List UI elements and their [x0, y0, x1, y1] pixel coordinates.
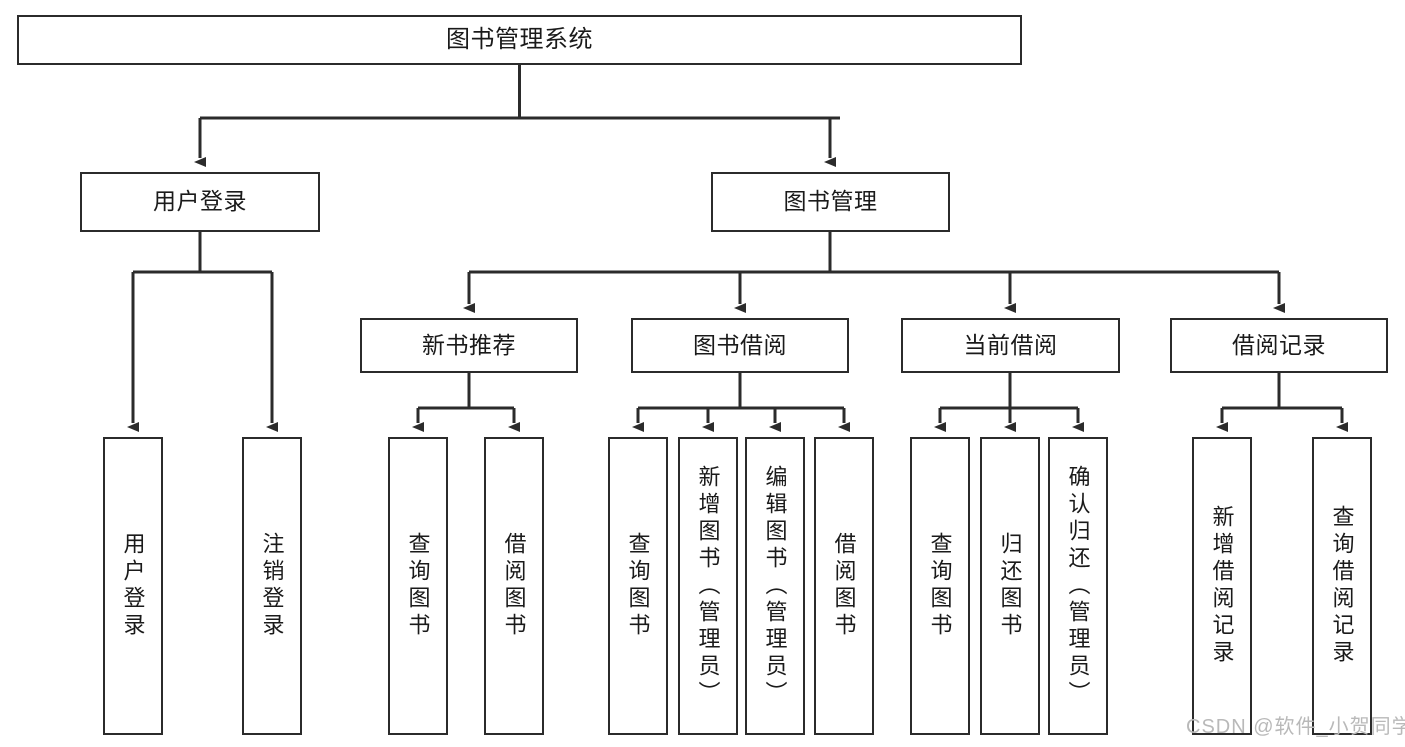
leaf-query-books-newbook[interactable]: 查询图书	[388, 437, 448, 735]
node-label: 新书推荐	[422, 331, 516, 358]
leaf-label: 借阅图书	[831, 532, 857, 640]
node-label: 图书管理系统	[446, 25, 593, 53]
leaf-borrow-books[interactable]: 借阅图书	[814, 437, 874, 735]
leaf-logout[interactable]: 注销登录	[242, 437, 302, 735]
leaf-label: 新增借阅记录	[1209, 505, 1235, 667]
leaf-label: 编辑图书（管理员）	[762, 464, 788, 708]
leaf-label: 新增图书（管理员）	[695, 464, 721, 708]
leaf-label: 查询图书	[405, 532, 431, 640]
watermark-text: CSDN @软件_小贺同学	[1186, 716, 1405, 738]
leaf-edit-book-admin[interactable]: 编辑图书（管理员）	[745, 437, 805, 735]
node-book-management[interactable]: 图书管理	[711, 172, 950, 232]
leaf-return-books[interactable]: 归还图书	[980, 437, 1040, 735]
leaf-label: 查询图书	[625, 532, 651, 640]
leaf-label: 注销登录	[259, 532, 285, 640]
node-user-login[interactable]: 用户登录	[80, 172, 320, 232]
leaf-label: 归还图书	[997, 532, 1023, 640]
leaf-confirm-return-admin[interactable]: 确认归还（管理员）	[1048, 437, 1108, 735]
node-current-borrowing[interactable]: 当前借阅	[901, 318, 1120, 373]
leaf-label: 借阅图书	[501, 532, 527, 640]
node-label: 图书管理	[783, 188, 878, 215]
leaf-add-book-admin[interactable]: 新增图书（管理员）	[678, 437, 738, 735]
node-root-book-management-system[interactable]: 图书管理系统	[17, 15, 1022, 65]
leaf-label: 用户登录	[120, 532, 146, 640]
leaf-label: 查询图书	[927, 532, 953, 640]
node-label: 用户登录	[153, 188, 247, 215]
node-label: 当前借阅	[963, 331, 1058, 358]
leaf-query-books-current[interactable]: 查询图书	[910, 437, 970, 735]
leaf-add-borrow-record[interactable]: 新增借阅记录	[1192, 437, 1252, 735]
node-borrowing-records[interactable]: 借阅记录	[1170, 318, 1388, 373]
node-book-borrowing[interactable]: 图书借阅	[631, 318, 849, 373]
leaf-label: 查询借阅记录	[1329, 505, 1355, 667]
leaf-borrow-books-newbook[interactable]: 借阅图书	[484, 437, 544, 735]
leaf-label: 确认归还（管理员）	[1065, 464, 1091, 708]
leaf-user-login[interactable]: 用户登录	[103, 437, 163, 735]
node-new-book-recommendation[interactable]: 新书推荐	[360, 318, 578, 373]
node-label: 图书借阅	[693, 331, 787, 358]
leaf-query-books-borrow[interactable]: 查询图书	[608, 437, 668, 735]
leaf-query-borrow-record[interactable]: 查询借阅记录	[1312, 437, 1372, 735]
node-label: 借阅记录	[1232, 331, 1326, 358]
